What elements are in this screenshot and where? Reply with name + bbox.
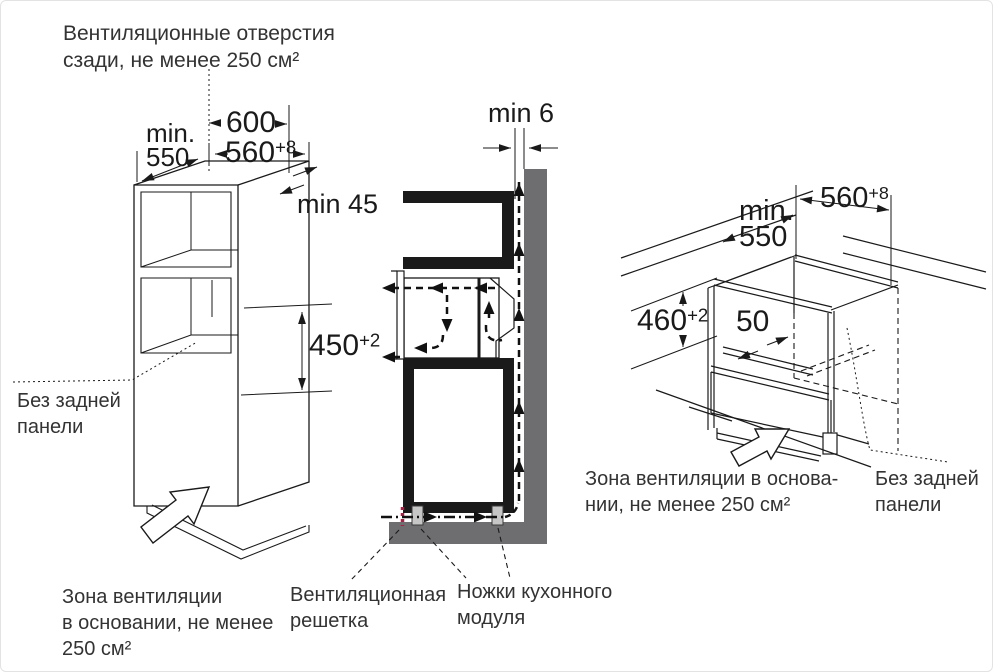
dim-560-right: 560+8 [820,182,889,215]
airflow-arrows [381,181,525,523]
section-leader-lines [350,527,511,581]
dim-min550-arrow-right [780,214,794,224]
dim-min45-arrow-down [279,184,305,195]
oven-door [396,270,405,360]
base-airflow-arrow [140,486,211,544]
upper-compartment-bottom-panel [403,257,514,269]
dim-min550-arrow-left [722,233,736,243]
cabinet-leg [411,505,424,526]
dim-min550-left: min. 550 [146,118,196,172]
niche-top-front-edges [713,278,833,314]
dim-600: 600 [226,106,277,139]
dim-450: 450+2 [309,329,381,362]
dim-50-arrow-down [737,350,759,360]
vent-holes-note: Вентиляционные отверстия сзади, не менее… [63,22,335,72]
no-back-leader-dotted [12,341,198,383]
leg-leader [420,528,467,579]
no-back-leader-dotted [846,327,949,463]
cabinet-legs [411,505,504,526]
dim-560-left: 560+8 [225,136,297,169]
lower-cabinet-interior [414,369,503,502]
vent-grille-label: Вентиляционная решетка [290,584,447,632]
appliance-support-rails [722,346,814,376]
no-back-panel-label-left: Без задней панели [17,390,121,438]
vent-zone-label-right: Зона вентиляции в основа- нии, не менее … [585,468,839,516]
cabinet-leg [822,432,838,455]
niche-back-rail [793,254,899,313]
dim-min45-arrow-up [292,166,318,177]
dim-560-arrows [799,196,890,213]
dim-min550-arrows [141,158,199,182]
cabinet-side-face [237,161,310,507]
airflow-curve-left [419,334,445,350]
vent-zone-label-left: Зона вентиляции в основании, не менее 25… [62,586,274,660]
base-airflow-arrow [730,428,791,467]
airflow-base-curve [504,502,520,519]
niche-right-panel [827,284,899,445]
no-back-panel-label-right: Без задней панели [875,468,979,516]
dim-50-arrow-up [766,336,789,346]
dim-460: 460+2 [637,304,709,337]
upper-compartment-top-panel [403,191,514,203]
tall-cabinet-drawing [133,160,310,560]
dim-50: 50 [736,305,770,338]
upper-compartment-back-panel [502,191,514,269]
right-dimension-lines [630,185,892,370]
cabinet-leg [491,505,504,526]
min6-dimension-lines [483,128,558,199]
dim-min550-right: min. 550 [739,195,794,253]
wall-and-floor [389,169,547,544]
module-legs-label: Ножки кухонного модуля [457,581,613,629]
airflow-rear-arc [484,324,503,342]
upper-niche-opening [140,191,232,268]
section-view-drawing [389,169,547,544]
airflow-arrowheads [382,183,525,523]
niche-floor [710,365,833,440]
cabinet-front-face [133,184,239,507]
oven-niche-interior [140,278,238,354]
left-dimension-lines [12,69,333,396]
oven-niche-opening [140,277,232,354]
oven-fan-housing [489,277,515,358]
upper-niche-interior [140,192,238,268]
dim-min45: min 45 [297,189,379,219]
niche-left-panel [707,254,798,430]
base-niche-drawing [620,190,987,468]
hidden-back-edges-dashed [793,288,899,451]
worktop-lines [620,190,987,290]
dim-min6: min 6 [488,98,555,128]
grille-leader [350,529,400,581]
